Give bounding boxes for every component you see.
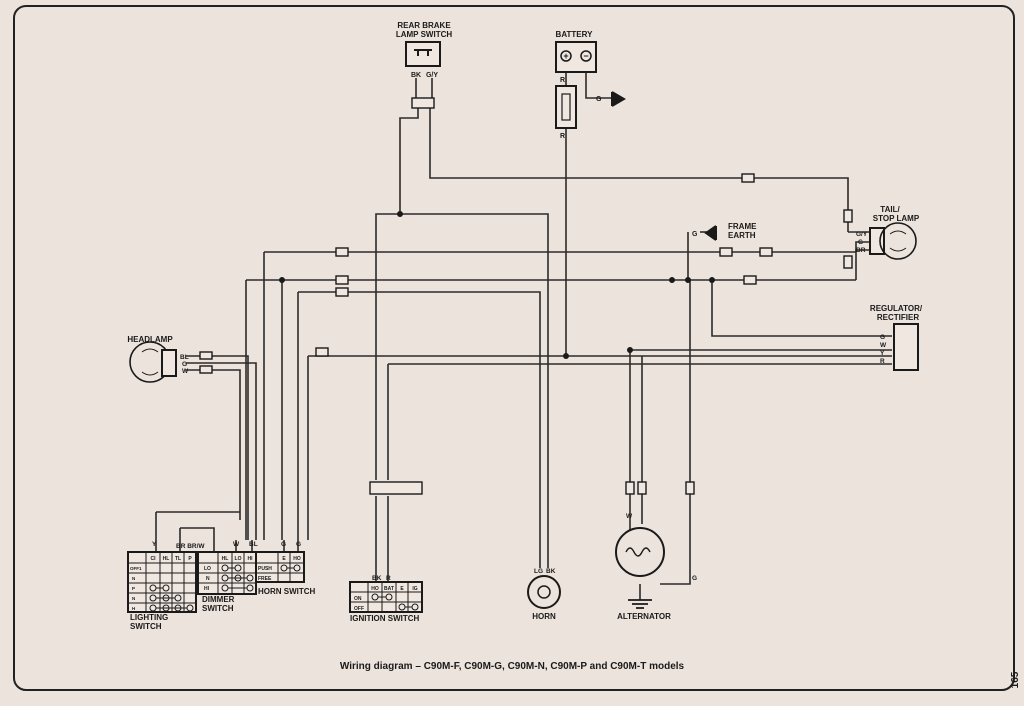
horn-switch-row-free: FREE [258, 576, 272, 582]
rear-brake-wire-gy: G/Y [426, 72, 438, 79]
dimmer-switch-label-2: SWITCH [202, 604, 234, 613]
dimmer-col-hi: HI [248, 556, 254, 562]
ignition-row-off: OFF [354, 606, 364, 612]
horn-wire-bk: BK [546, 568, 556, 575]
headlamp-wire-g: G [182, 361, 187, 368]
ignition-wire-bk: BK [372, 575, 382, 582]
frame-earth-wire-g: G [692, 231, 698, 238]
tail-lamp-label-1: TAIL/ [880, 205, 900, 214]
regulator-label-1: REGULATOR/ [870, 304, 923, 313]
headlamp-label: HEADLAMP [127, 335, 173, 344]
lighting-col-ci: CI [151, 556, 157, 562]
dimmer-row-n: N [206, 576, 210, 582]
ignition-col-e: E [400, 586, 404, 592]
frame-earth: G FRAME EARTH [692, 222, 757, 241]
horn-switch-wire-w: W [233, 541, 240, 548]
page-number: 165 [1010, 671, 1021, 688]
alternator: W G ALTERNATOR [615, 513, 697, 621]
battery-plus: + [563, 51, 568, 61]
lighting-wire-y: Y [152, 541, 157, 548]
tail-stop-lamp: TAIL/ STOP LAMP G/Y G BR [856, 205, 920, 260]
regulator-wire-y: Y [880, 350, 885, 357]
horn-switch-wire-g1: G [281, 541, 286, 548]
dimmer-col-lo: LO [235, 556, 242, 562]
tail-lamp-label-2: STOP LAMP [873, 214, 920, 223]
lighting-row-n1: N [132, 576, 135, 581]
alternator-wire-g: G [692, 575, 697, 582]
horn-switch-wire-bl: BL [249, 541, 258, 548]
dimmer-row-lo: LO [204, 566, 211, 572]
lighting-row-n2: N [132, 596, 135, 601]
horn-switch-label: HORN SWITCH [258, 587, 316, 596]
tail-lamp-wire-g: G [858, 239, 863, 246]
ignition-wire-r: R [386, 575, 391, 582]
alternator-label: ALTERNATOR [617, 612, 671, 621]
battery-wire-r2: R [560, 133, 565, 140]
lighting-row-off: OFF1 [130, 566, 142, 571]
horn-switch: W BL G G E HO PUSH FREE HORN SWITCH [233, 541, 316, 596]
ignition-col-bat: BAT [384, 586, 394, 592]
battery-minus: − [583, 51, 588, 61]
headlamp: HEADLAMP BL G W [127, 335, 189, 383]
dimmer-wire-labels: BR BR/W [176, 543, 205, 550]
horn: LG BK HORN [527, 568, 561, 621]
lighting-switch-label-1: LIGHTING [130, 613, 168, 622]
headlamp-wire-bl: BL [180, 354, 189, 361]
regulator-wire-r: R [880, 358, 885, 365]
tail-lamp-wire-br: BR [856, 247, 866, 254]
horn-switch-wire-g2: G [296, 541, 301, 548]
regulator-label-2: RECTIFIER [877, 313, 919, 322]
inline-connectors [199, 97, 853, 495]
ignition-col-ho: HO [371, 586, 379, 592]
regulator-rectifier: REGULATOR/ RECTIFIER G W Y R [870, 304, 923, 371]
battery: BATTERY + − R R G [555, 30, 626, 140]
frame-earth-label-1: FRAME [728, 222, 757, 231]
headlamp-wire-w: W [182, 368, 189, 375]
lighting-col-tl: TL [175, 556, 181, 562]
ignition-switch: BK R HO BAT E IG ON OFF IGNITION SWITCH [349, 575, 423, 623]
horn-label: HORN [532, 612, 556, 621]
battery-label: BATTERY [556, 30, 594, 39]
lighting-row-p: P [132, 586, 135, 591]
horn-switch-col-e: E [282, 556, 286, 562]
frame-earth-label-2: EARTH [728, 231, 756, 240]
lighting-row-h: H [132, 606, 135, 611]
battery-wire-r1: R [560, 77, 565, 84]
dimmer-switch-label-1: DIMMER [202, 595, 235, 604]
lighting-col-hl: HL [163, 556, 170, 562]
regulator-wire-g: G [880, 334, 885, 341]
dimmer-col-hl: HL [222, 556, 229, 562]
lighting-switch-label-2: SWITCH [130, 622, 162, 631]
horn-switch-col-ho: HO [293, 556, 301, 562]
alternator-wire-w: W [626, 513, 633, 520]
horn-switch-row-push: PUSH [258, 566, 272, 572]
wires [155, 72, 892, 600]
horn-wire-lg: LG [534, 568, 543, 575]
regulator-wire-w: W [880, 342, 887, 349]
diagram-caption: Wiring diagram – C90M-F, C90M-G, C90M-N,… [340, 661, 685, 672]
dimmer-row-hi: HI [204, 586, 210, 592]
rear-brake-wire-bk: BK [411, 72, 421, 79]
rear-brake-lamp-switch: REAR BRAKE LAMP SWITCH BK G/Y [396, 21, 453, 79]
battery-wire-g: G [596, 96, 602, 103]
lighting-switch: Y CI HL TL P OFF1 N P N H LIGHTING SWITC… [127, 541, 197, 631]
tail-lamp-wire-gy: G/Y [856, 231, 868, 238]
lighting-col-p: P [188, 556, 192, 562]
ignition-col-ig: IG [412, 586, 417, 592]
ignition-switch-label: IGNITION SWITCH [350, 614, 420, 623]
rear-brake-label-2: LAMP SWITCH [396, 30, 453, 39]
ignition-row-on: ON [354, 596, 362, 602]
rear-brake-label-1: REAR BRAKE [397, 21, 451, 30]
page-frame [13, 5, 1015, 691]
splice-dots [279, 211, 715, 359]
